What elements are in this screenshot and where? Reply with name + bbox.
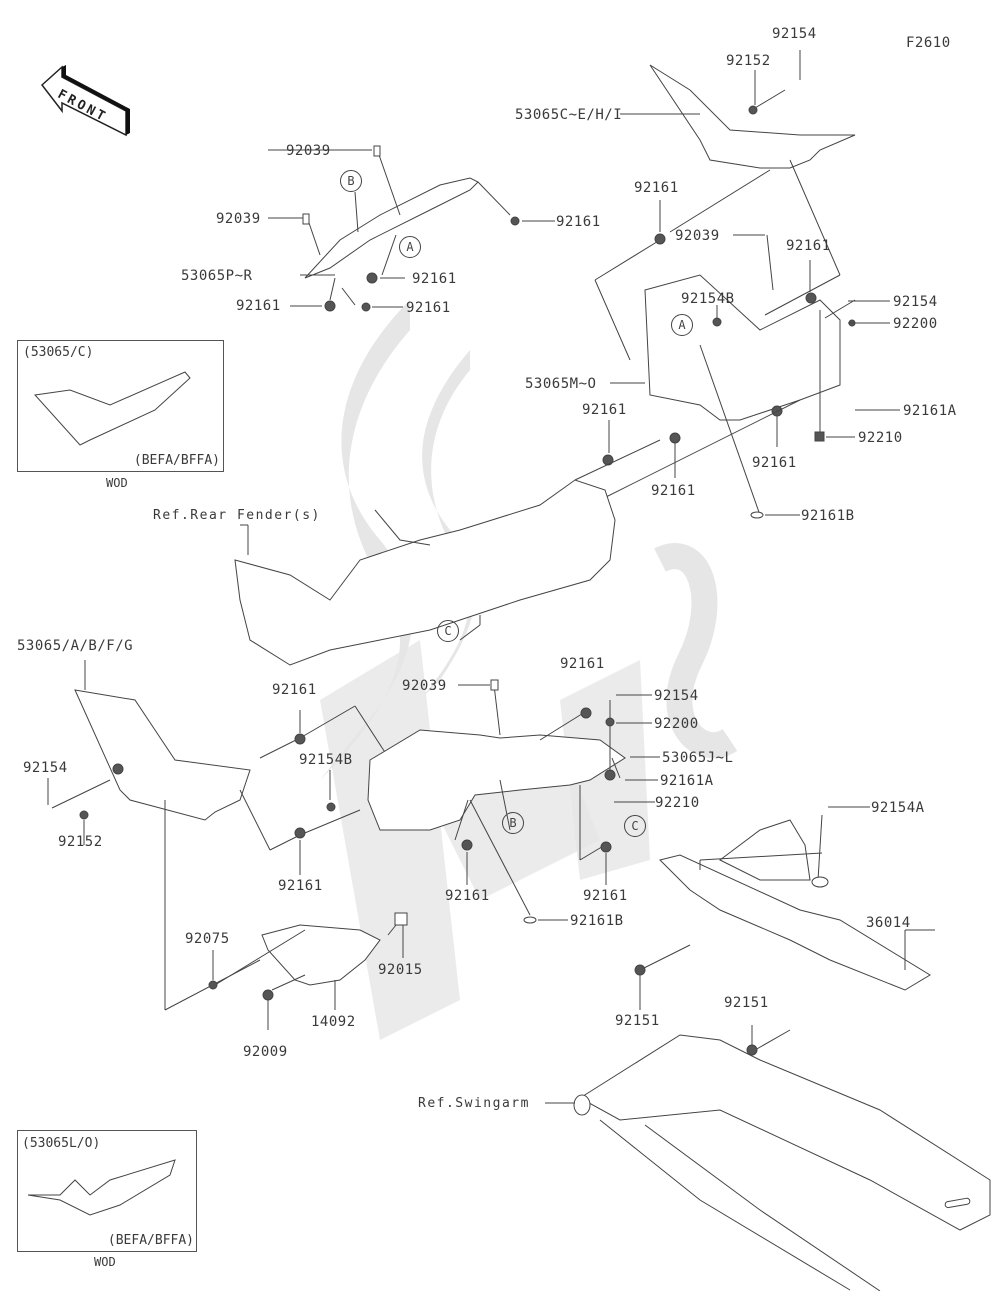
inset-caption: WOD — [106, 476, 128, 490]
part-label[interactable]: 92154 — [654, 688, 699, 704]
part-label[interactable]: 92154 — [772, 26, 817, 42]
seat-cowl-top-part — [305, 178, 478, 278]
part-label[interactable]: 92161 — [583, 888, 628, 904]
part-label[interactable]: 92161 — [556, 214, 601, 230]
part-label[interactable]: 36014 — [866, 915, 911, 931]
part-label[interactable]: 92075 — [185, 931, 230, 947]
part-label[interactable]: 92210 — [655, 795, 700, 811]
part-label[interactable]: 92154 — [23, 760, 68, 776]
part-label[interactable]: 92039 — [675, 228, 720, 244]
part-label[interactable]: 92154B — [299, 752, 353, 768]
part-label[interactable]: 92161 — [752, 455, 797, 471]
part-label[interactable]: 92152 — [726, 53, 771, 69]
callout-a: A — [671, 314, 693, 336]
swingarm-part — [580, 1035, 990, 1230]
part-label[interactable]: 92154B — [681, 291, 735, 307]
part-label[interactable]: 92039 — [216, 211, 261, 227]
inset-title: (53065/C) — [23, 345, 94, 360]
part-label[interactable]: 92161 — [406, 300, 451, 316]
part-label[interactable]: 92200 — [893, 316, 938, 332]
part-label[interactable]: 92161 — [412, 271, 457, 287]
part-label[interactable]: 92161 — [445, 888, 490, 904]
part-label[interactable]: 53065/A/B/F/G — [17, 638, 134, 654]
part-label[interactable]: 92161 — [278, 878, 323, 894]
part-label[interactable]: 92151 — [615, 1013, 660, 1029]
mid-cover-part — [368, 730, 625, 830]
ref-swingarm-label: Ref.Swingarm — [418, 1096, 530, 1111]
inset-variant: (BEFA/BFFA) — [107, 1233, 194, 1248]
callout-b: B — [502, 812, 524, 834]
ref-rear-fender-label: Ref.Rear Fender(s) — [153, 508, 321, 523]
part-label[interactable]: 92009 — [243, 1044, 288, 1060]
part-label[interactable]: 92161 — [582, 402, 627, 418]
part-label[interactable]: 92151 — [724, 995, 769, 1011]
part-label[interactable]: 14092 — [311, 1014, 356, 1030]
part-label[interactable]: 53065P~R — [181, 268, 253, 284]
part-label[interactable]: 92161A — [660, 773, 714, 789]
figure-code: F2610 — [906, 35, 951, 51]
part-label[interactable]: 92039 — [286, 143, 331, 159]
part-label[interactable]: 92210 — [858, 430, 903, 446]
inset-caption: WOD — [94, 1255, 116, 1269]
part-label[interactable]: 92039 — [402, 678, 447, 694]
callout-c: C — [437, 620, 459, 642]
part-label[interactable]: 92161A — [903, 403, 957, 419]
part-label[interactable]: 92152 — [58, 834, 103, 850]
bracket-part — [262, 925, 380, 985]
watermark-logo — [320, 300, 730, 1040]
inset-title: (53065L/O) — [22, 1136, 101, 1151]
callout-c: C — [624, 815, 646, 837]
part-label[interactable]: 92161B — [570, 913, 624, 929]
inset-53065l-o: (53065L/O) (BEFA/BFFA) — [17, 1130, 197, 1252]
front-direction-arrow: FRONT — [40, 65, 135, 149]
part-label[interactable]: 92161 — [272, 682, 317, 698]
inset-variant: (BEFA/BFFA) — [133, 453, 220, 468]
front-arrow-icon — [40, 65, 130, 145]
callout-a: A — [399, 236, 421, 258]
part-label[interactable]: 92154A — [871, 800, 925, 816]
inset-53065-c: (53065/C) (BEFA/BFFA) — [17, 340, 224, 472]
part-label[interactable]: 92161B — [801, 508, 855, 524]
part-label[interactable]: 92154 — [893, 294, 938, 310]
side-cover-left-part — [75, 690, 250, 820]
side-cover-right-part — [650, 65, 855, 168]
part-label[interactable]: 92200 — [654, 716, 699, 732]
part-label[interactable]: 92161 — [651, 483, 696, 499]
callout-b: B — [340, 170, 362, 192]
part-label[interactable]: 53065C~E/H/I — [515, 107, 623, 123]
chain-guard-part — [660, 855, 930, 990]
part-label[interactable]: 92161 — [634, 180, 679, 196]
part-label[interactable]: 92015 — [378, 962, 423, 978]
part-label[interactable]: 53065J~L — [662, 750, 734, 766]
rear-fender-part — [235, 480, 615, 665]
part-label[interactable]: 53065M~O — [525, 376, 597, 392]
part-label[interactable]: 92161 — [786, 238, 831, 254]
part-label[interactable]: 92161 — [560, 656, 605, 672]
part-label[interactable]: 92161 — [236, 298, 281, 314]
